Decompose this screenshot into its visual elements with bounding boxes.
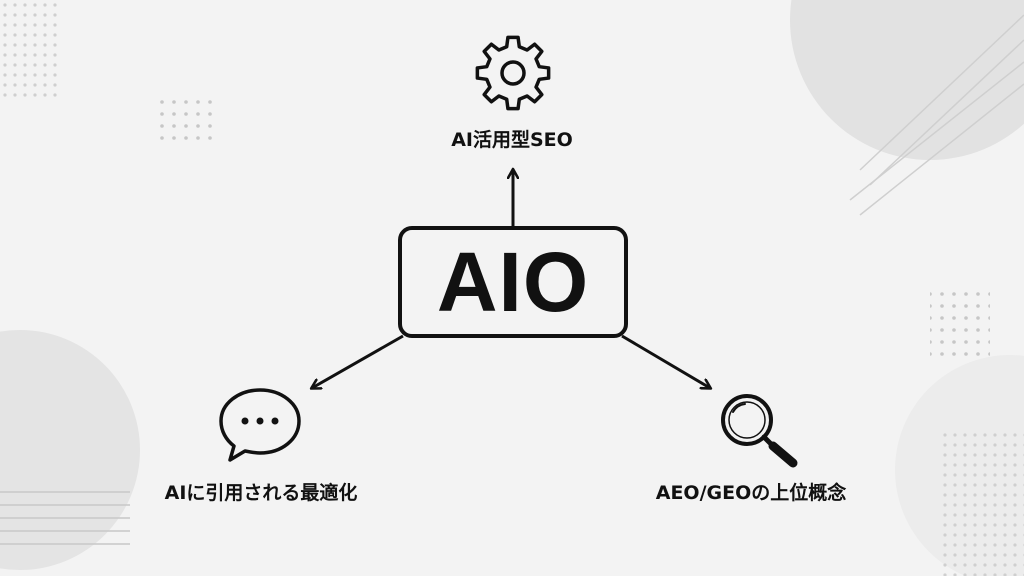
arrow-to-left	[312, 334, 404, 388]
decor-circle-bottom-left	[0, 330, 140, 570]
center-node-label: AIO	[436, 235, 590, 329]
decor-dots-bottom-right	[940, 430, 1024, 576]
gear-icon	[475, 35, 551, 111]
decor-dotgrid-right	[930, 288, 990, 360]
node-label-left: AIに引用される最適化	[164, 482, 358, 504]
decor-diagonal-lines	[849, 14, 1024, 216]
node-label-right: AEO/GEOの上位概念	[655, 482, 847, 504]
decor-dotgrid-left	[155, 100, 215, 148]
decor-circle-top-right	[790, 0, 1024, 160]
decor-dots-top-left	[0, 0, 60, 100]
speech-bubble-icon	[219, 388, 301, 462]
center-node-box: AIO	[398, 226, 628, 338]
arrow-to-right	[621, 334, 710, 388]
node-label-top: AI活用型SEO	[451, 129, 573, 151]
decor-horizontal-lines	[0, 491, 130, 545]
magnifier-icon	[721, 394, 798, 468]
